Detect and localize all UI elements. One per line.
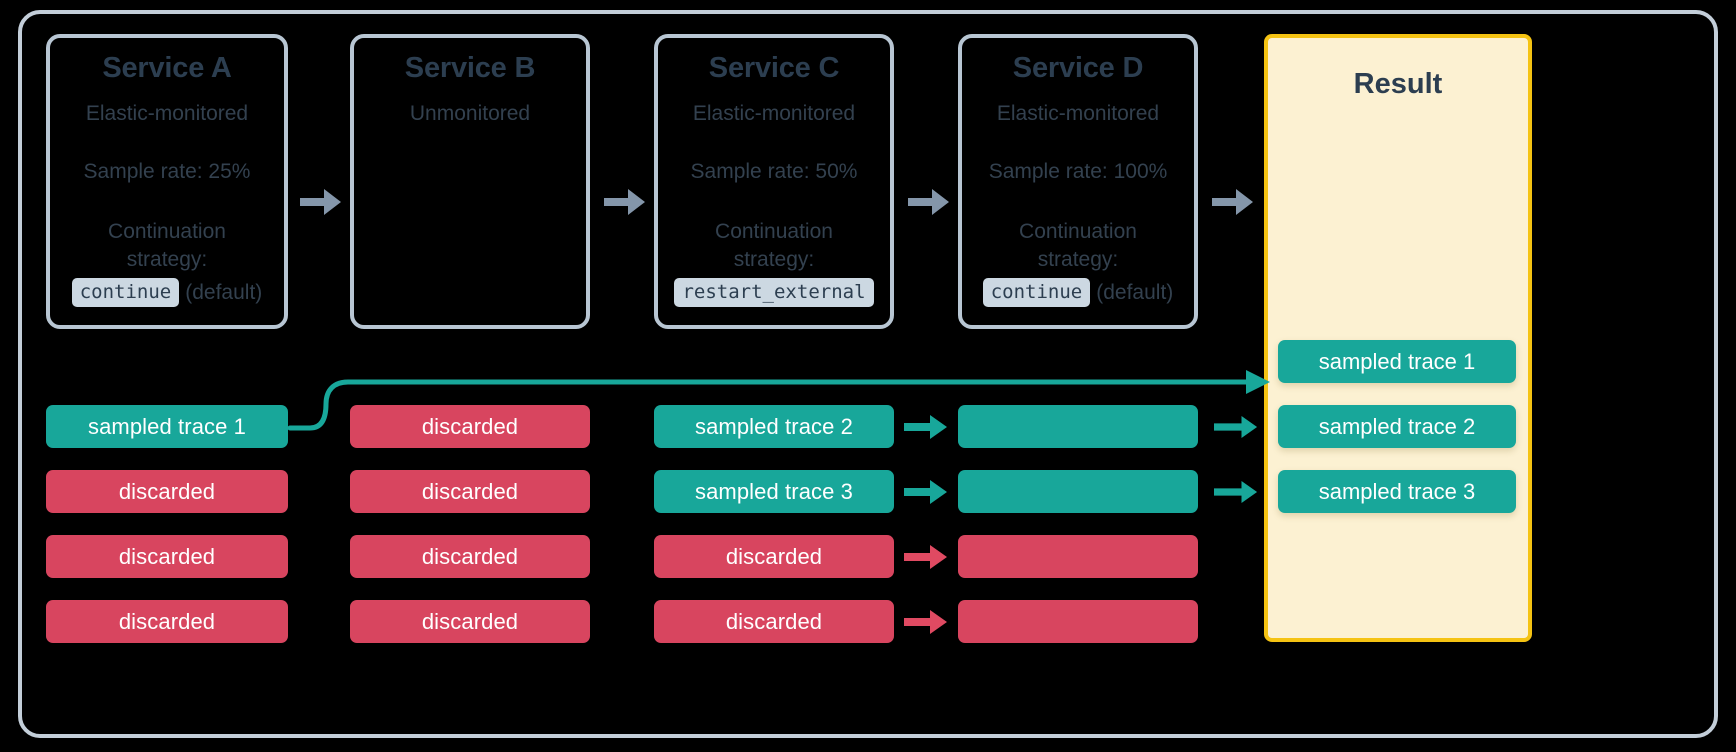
result-trace-1: sampled trace 1 bbox=[1278, 340, 1516, 383]
service-monitoring: Elastic-monitored bbox=[85, 102, 249, 125]
trace-d-3 bbox=[958, 535, 1198, 578]
trace-c-4: discarded bbox=[654, 600, 894, 643]
service-monitoring: Unmonitored bbox=[409, 102, 531, 125]
sampled-trace-1-connector bbox=[287, 370, 1270, 431]
service-flow-arrow-bc bbox=[604, 189, 645, 215]
trace-arrow-c2-d2 bbox=[904, 480, 947, 504]
strategy-line-2: strategy: bbox=[126, 248, 208, 271]
trace-label: sampled trace 3 bbox=[694, 478, 854, 504]
service-strategy-value-row: continue(default) bbox=[50, 278, 284, 307]
service-strategy-value-row: continue(default) bbox=[962, 278, 1194, 307]
service-title: Service D bbox=[1012, 52, 1144, 84]
service-strategy-label: Continuation strategy: bbox=[658, 218, 890, 274]
trace-a-1: sampled trace 1 bbox=[46, 405, 288, 448]
result-trace-label: sampled trace 1 bbox=[1318, 348, 1476, 374]
service-strategy-value-row: restart_external bbox=[658, 278, 890, 307]
trace-label: discarded bbox=[118, 608, 216, 634]
result-panel: Result bbox=[1264, 34, 1532, 642]
service-box-a: Service A Elastic-monitored Sample rate:… bbox=[46, 34, 288, 329]
service-strategy-label: Continuation strategy: bbox=[962, 218, 1194, 274]
service-flow-arrow-d-result bbox=[1212, 189, 1253, 215]
result-trace-label: sampled trace 3 bbox=[1318, 478, 1476, 504]
trace-b-3: discarded bbox=[350, 535, 590, 578]
service-box-d: Service D Elastic-monitored Sample rate:… bbox=[958, 34, 1198, 329]
trace-b-2: discarded bbox=[350, 470, 590, 513]
trace-c-1: sampled trace 2 bbox=[654, 405, 894, 448]
strategy-line-2: strategy: bbox=[1037, 248, 1119, 271]
strategy-default-note: (default) bbox=[185, 280, 263, 304]
service-monitoring: Elastic-monitored bbox=[692, 102, 856, 125]
service-sample-rate: Sample rate: 50% bbox=[690, 160, 858, 183]
trace-label: discarded bbox=[118, 478, 216, 504]
service-title: Service B bbox=[404, 52, 536, 84]
trace-label: discarded bbox=[421, 478, 519, 504]
strategy-line-1: Continuation bbox=[1019, 220, 1137, 243]
service-monitoring: Elastic-monitored bbox=[996, 102, 1160, 125]
result-title: Result bbox=[1353, 68, 1443, 100]
trace-label: discarded bbox=[725, 608, 823, 634]
trace-arrow-c3-d3 bbox=[904, 545, 947, 569]
strategy-line-1: Continuation bbox=[715, 220, 833, 243]
service-box-b: Service B Unmonitored bbox=[350, 34, 590, 329]
service-strategy-label: Continuation strategy: bbox=[50, 218, 284, 274]
service-sample-rate: Sample rate: 25% bbox=[83, 160, 251, 183]
trace-label: discarded bbox=[421, 608, 519, 634]
trace-d-4 bbox=[958, 600, 1198, 643]
result-trace-2: sampled trace 2 bbox=[1278, 405, 1516, 448]
trace-d-1 bbox=[958, 405, 1198, 448]
service-flow-arrow-ab bbox=[300, 189, 341, 215]
service-title: Service A bbox=[102, 52, 232, 84]
strategy-line-2: strategy: bbox=[733, 248, 815, 271]
service-flow-arrow-cd bbox=[908, 189, 949, 215]
trace-label: discarded bbox=[725, 543, 823, 569]
trace-label: discarded bbox=[421, 413, 519, 439]
trace-b-4: discarded bbox=[350, 600, 590, 643]
trace-arrow-c1-d1 bbox=[904, 415, 947, 439]
strategy-code-chip: restart_external bbox=[674, 278, 874, 307]
service-sample-rate: Sample rate: 100% bbox=[988, 160, 1168, 183]
strategy-code-chip: continue bbox=[982, 278, 1091, 307]
result-trace-label: sampled trace 2 bbox=[1318, 413, 1476, 439]
trace-arrow-d1-result2 bbox=[1214, 416, 1258, 438]
trace-arrow-d2-result3 bbox=[1214, 481, 1258, 503]
trace-a-2: discarded bbox=[46, 470, 288, 513]
trace-c-2: sampled trace 3 bbox=[654, 470, 894, 513]
trace-label: sampled trace 1 bbox=[87, 413, 247, 439]
trace-label: discarded bbox=[118, 543, 216, 569]
trace-a-3: discarded bbox=[46, 535, 288, 578]
strategy-code-chip: continue bbox=[71, 278, 180, 307]
trace-arrow-c4-d4 bbox=[904, 610, 947, 634]
trace-a-4: discarded bbox=[46, 600, 288, 643]
service-title: Service C bbox=[708, 52, 840, 84]
trace-label: sampled trace 2 bbox=[694, 413, 854, 439]
strategy-default-note: (default) bbox=[1096, 280, 1174, 304]
strategy-line-1: Continuation bbox=[108, 220, 226, 243]
service-box-c: Service C Elastic-monitored Sample rate:… bbox=[654, 34, 894, 329]
trace-d-2 bbox=[958, 470, 1198, 513]
trace-b-1: discarded bbox=[350, 405, 590, 448]
result-trace-3: sampled trace 3 bbox=[1278, 470, 1516, 513]
trace-label: discarded bbox=[421, 543, 519, 569]
trace-c-3: discarded bbox=[654, 535, 894, 578]
